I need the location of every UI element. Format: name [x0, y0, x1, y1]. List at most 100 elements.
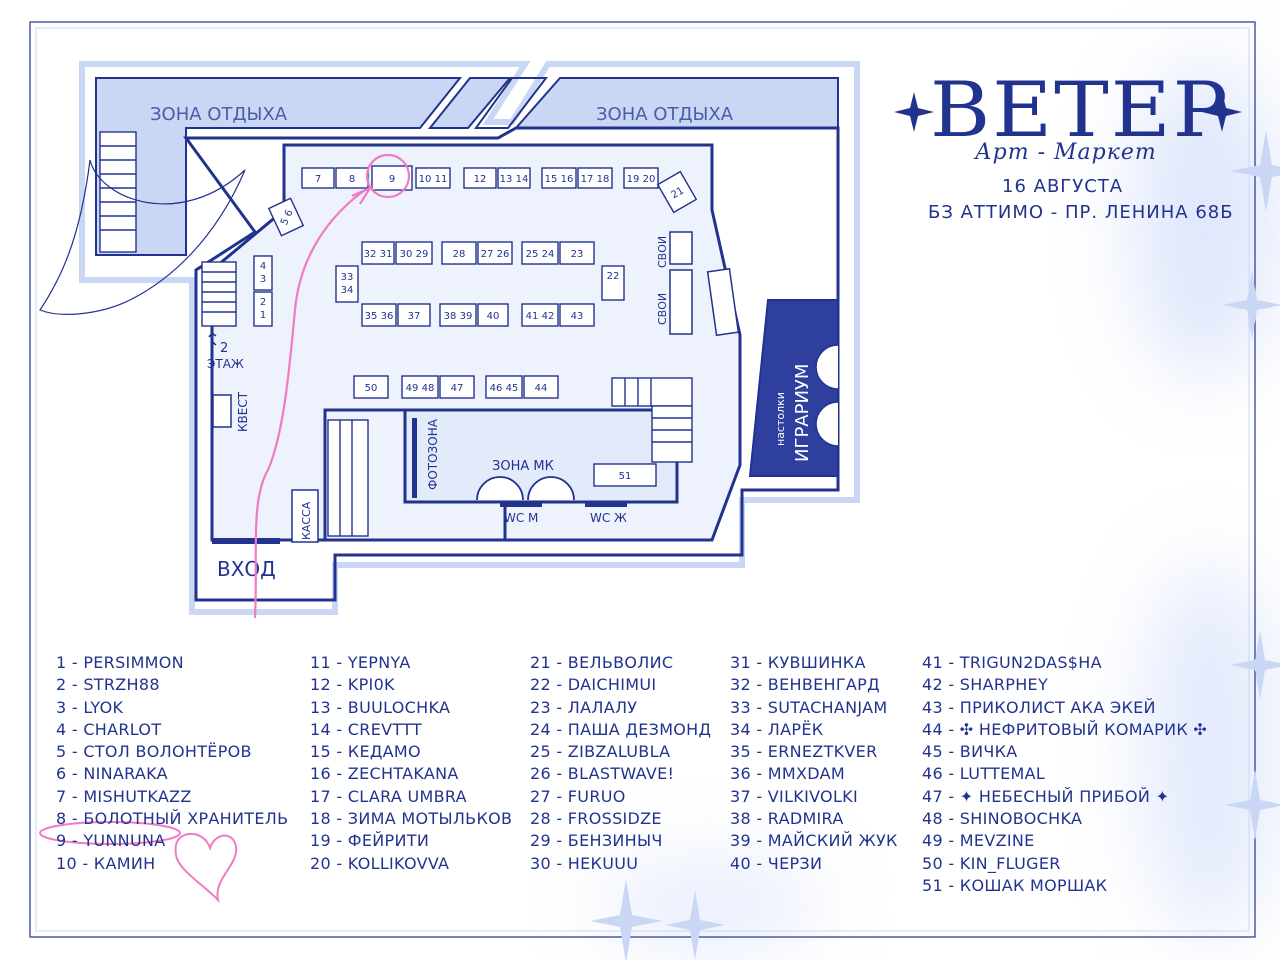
participant-entry: 17 - CLARA UMBRA	[310, 786, 467, 806]
participant-entry: 7 - MISHUTKAZZ	[56, 786, 192, 806]
stall-number: 43	[571, 311, 584, 322]
participant-entry: 32 - ВЕНВЕНГАРД	[730, 675, 880, 695]
participant-entry: 15 - КЕДАМО	[310, 742, 421, 762]
background-glow	[600, 860, 820, 950]
stall-number: 30 29	[400, 249, 429, 260]
stall-number: 40	[487, 311, 500, 322]
stall-number: 13 14	[500, 174, 529, 185]
stall-box	[521, 303, 559, 327]
stall-number: 27 26	[481, 249, 510, 260]
participant-entry: 9 - YUNNUNA	[56, 831, 166, 851]
participant-entry: 51 - КОШАК МОРШАК	[922, 875, 1108, 895]
stall-box	[521, 241, 559, 265]
door-right	[527, 476, 575, 501]
participant-entry: 12 - KPI0K	[310, 675, 395, 695]
entrance-label: ВХОД	[217, 557, 276, 581]
sparkle-icon	[590, 130, 1280, 960]
stall-number: 32 31	[364, 249, 393, 260]
stall-box	[541, 167, 577, 189]
sparkle-icon	[894, 92, 1242, 132]
participant-entry: 40 - ЧЕРЗИ	[730, 853, 823, 873]
stall-number: 22	[607, 271, 620, 282]
participant-entry: 11 - YEPNYA	[310, 653, 411, 672]
participant-entry: 49 - MEVZINE	[922, 831, 1035, 851]
cash-desk-label: КАССА	[300, 501, 313, 540]
participant-entry: 45 - ВИЧКА	[922, 742, 1018, 762]
participant-entry: 20 - KOLLIKOVVA	[310, 853, 450, 873]
stall-number: 44	[535, 383, 548, 394]
participant-entry: 26 - BLASTWAVE!	[530, 764, 675, 784]
stall-box	[301, 167, 335, 189]
participant-entry: 50 - KIN_FLUGER	[922, 853, 1061, 873]
stall-number: 23	[571, 249, 584, 260]
title-text: ВЕТЕР	[930, 66, 1230, 155]
participant-entry: 31 - КУВШИНКА	[730, 653, 866, 672]
participant-entry: 41 - TRIGUN2DAS$HA	[922, 653, 1102, 672]
legend-9-highlight	[39, 821, 181, 845]
participant-entry: 46 - LUTTEMAL	[922, 764, 1046, 784]
participant-entry: 1 - PERSIMMON	[56, 653, 184, 672]
table-icon	[815, 401, 839, 447]
wc-f-label: WC Ж	[590, 511, 627, 525]
entrance-bar	[212, 538, 280, 544]
stall-box	[395, 241, 433, 265]
stall-box	[559, 241, 595, 265]
stairs-right	[611, 377, 693, 463]
stall-box	[523, 375, 559, 399]
stall-box	[577, 167, 613, 189]
svoi-label-1: СВОИ	[656, 236, 669, 268]
subtitle-text: Арт - Маркет	[975, 140, 1157, 165]
wc-m-label: WC М	[504, 511, 538, 525]
main-hall	[183, 126, 840, 602]
participant-entry: 33 - SUTACHANJAM	[730, 697, 888, 717]
igrarium-zone	[748, 299, 839, 477]
stall-box	[397, 303, 431, 327]
participant-entry: 47 - ✦ НЕБЕСНЫЙ ПРИБОЙ ✦	[922, 786, 1170, 806]
participant-entry: 4 - CHARLOT	[56, 719, 162, 739]
cash-desk	[291, 489, 319, 543]
participant-entry: 16 - ZECHTAKANA	[310, 764, 459, 784]
stall-number: 15 16	[545, 174, 574, 185]
stall-box	[477, 241, 513, 265]
wc-m-bar	[500, 502, 542, 507]
stall-box	[656, 170, 698, 214]
rest-zone-right-label: ЗОНА ОТДЫХА	[596, 104, 734, 125]
stall-number: 17 18	[581, 174, 610, 185]
participant-entry: 36 - MMXDAM	[730, 764, 845, 784]
participant-entry: 5 - СТОЛ ВОЛОНТЁРОВ	[56, 742, 252, 762]
door-left	[476, 476, 524, 501]
stall-box	[335, 265, 359, 303]
participant-entry: 34 - ЛАРЁК	[730, 719, 824, 739]
background-glow	[1140, 560, 1280, 940]
stall-box	[361, 303, 397, 327]
participant-entry: 2 - STRZH88	[56, 675, 160, 695]
igrarium-label: ИГРАРИУМ	[792, 364, 813, 462]
wc-f-bar	[585, 502, 627, 507]
stall-number: 47	[451, 383, 464, 394]
participant-entry: 42 - SHARPHEY	[922, 675, 1049, 695]
participant-entry: 29 - БЕНЗИНЫЧ	[530, 831, 663, 851]
stall-number: 8	[349, 174, 355, 185]
participant-entry: 39 - МАЙСКИЙ ЖУК	[730, 831, 898, 851]
participant-entry: 27 - FURUO	[530, 786, 626, 806]
stall-box	[253, 291, 273, 327]
stall-number: 38 39	[444, 311, 473, 322]
participant-entry: 44 - ✣ НЕФРИТОВЫЙ КОМАРИК ✣	[922, 719, 1208, 739]
stall-box	[353, 375, 389, 399]
stall-9-highlight	[365, 153, 411, 199]
stall-number: 7	[315, 174, 321, 185]
rest-zone-left	[95, 77, 463, 256]
mk-zone-label: ЗОНА МК	[492, 459, 554, 474]
stall-number: 25 24	[526, 249, 555, 260]
stall-box	[441, 241, 477, 265]
participant-entry: 30 - НЕКUUU	[530, 853, 639, 873]
stall-box	[601, 265, 625, 301]
route-highlight	[253, 189, 366, 619]
event-address: БЗ АТТИМО - ПР. ЛЕНИНА 68Б	[928, 202, 1234, 223]
